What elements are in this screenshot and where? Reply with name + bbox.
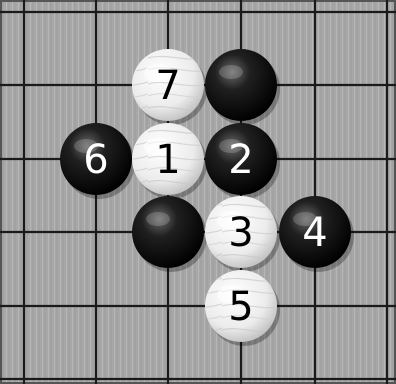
stone-move-number: 3: [228, 210, 253, 256]
stone-body: [205, 49, 277, 121]
stone-move-number: 2: [228, 137, 253, 183]
stone-body: [132, 196, 204, 268]
stone-highlight: [146, 212, 170, 226]
stone-move-number: 5: [228, 284, 253, 330]
stone-highlight: [219, 65, 243, 79]
stone-move-number: 1: [155, 137, 180, 183]
stone-move-number: 4: [302, 210, 327, 256]
stone-move-number: 7: [155, 63, 180, 109]
stone-move-number: 6: [83, 137, 108, 183]
